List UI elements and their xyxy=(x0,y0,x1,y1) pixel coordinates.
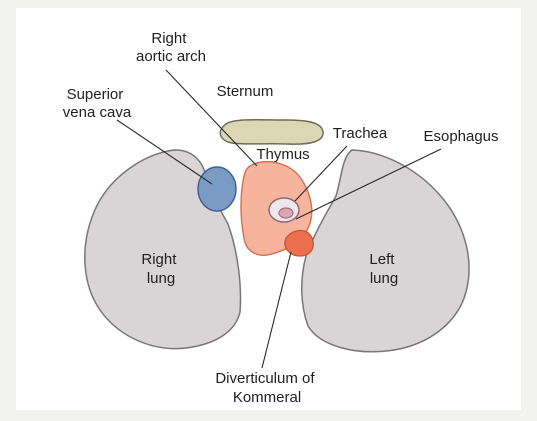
sternum-label: Sternum xyxy=(217,83,274,100)
right-lung-label-line1: Right xyxy=(141,251,177,268)
esophagus-label: Esophagus xyxy=(423,128,498,145)
esophagus-shape xyxy=(279,208,293,218)
trachea-label: Trachea xyxy=(333,125,388,142)
diverticulum-label-line2: Kommeral xyxy=(233,389,301,406)
right-lung-label-line2: lung xyxy=(147,270,175,287)
thymus-label: Thymus xyxy=(256,146,309,163)
superior-vena-cava-label-line2: vena cava xyxy=(63,104,132,121)
diverticulum-shape xyxy=(285,231,313,257)
sternum-shape xyxy=(220,120,323,144)
left-lung-label-line2: lung xyxy=(370,270,398,287)
diverticulum-label-line1: Diverticulum of xyxy=(215,370,315,387)
right-aortic-arch-label-line2: aortic arch xyxy=(136,48,206,65)
superior-vena-cava-label-line1: Superior xyxy=(67,86,124,103)
superior-vena-cava-label: Superior vena cava xyxy=(63,86,132,121)
right-aortic-arch-label-line1: Right xyxy=(151,30,187,47)
left-lung-label-line1: Left xyxy=(369,251,395,268)
superior-vena-cava-shape xyxy=(198,167,236,211)
